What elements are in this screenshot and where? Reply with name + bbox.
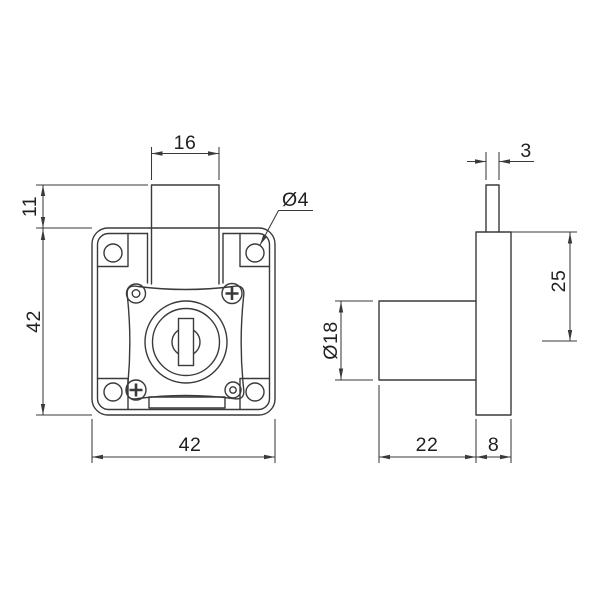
cam-housing [150,184,220,285]
dim-label-top-offset: 11 [19,196,41,217]
dim-cylinder-length-and-plate-thickness: 22 8 [378,385,512,463]
dim-cylinder-dia: Ø18 [320,300,373,381]
cam-channel-lines [146,232,224,284]
dim-top-offset-and-plate-height: 11 42 [19,184,148,416]
keyhole-slot [177,317,195,367]
screw-head [224,381,242,399]
dim-arrow [567,330,573,341]
extension-lines [485,152,500,180]
dim-arrow [40,185,46,196]
dim-label-top-to-cylinder-axis: 25 [548,270,570,293]
escutcheon-screw-bottom-left [125,379,147,401]
dim-arrow [260,234,268,245]
dim-arrow [264,454,275,460]
dim-arrow [379,454,390,460]
cylinder-face-outer-ring [144,300,228,384]
dim-arrow [475,159,486,164]
mounting-plate-outline [91,227,276,416]
dim-arrow [40,404,46,415]
phillips-cross-icon [129,383,143,397]
extension-lines [511,231,577,342]
escutcheon-screw-top-right [221,282,243,305]
dim-label-cylinder-dia: Ø18 [320,321,342,359]
front-view: 16 11 42 Ø4 42 [19,132,313,463]
lock-body-plate [475,231,512,416]
cylinder-face-inner-ring [151,307,221,377]
extension-lines [91,419,276,463]
pocket-top-left [96,232,129,268]
dim-label-plate-thickness: 8 [488,434,499,456]
corner-hole [245,243,265,263]
dim-arrow [151,151,163,156]
escutcheon-screw-bottom-right [224,381,242,399]
extension-lines [335,300,373,381]
dim-label-bolt-width: 3 [520,140,531,162]
corner-hole [245,382,265,402]
dim-arrow [40,217,46,228]
dim-arrow [465,454,476,460]
escutcheon-screw-top-left [125,283,147,304]
dim-label-plate-height: 42 [23,310,45,333]
extension-lines [36,184,148,416]
dim-arrow [567,232,573,244]
dim-cam-width: 16 [150,132,220,180]
dim-label-corner-hole-dia: Ø4 [282,189,309,211]
cylinder-body [378,300,477,381]
extension-lines [150,147,220,180]
dim-label-cam-width: 16 [174,132,197,154]
side-view: 3 25 Ø18 22 8 [320,140,577,463]
dim-label-cylinder-length: 22 [416,434,439,456]
corner-hole [103,243,123,263]
dim-arrow [40,229,46,240]
extension-lines [378,385,512,463]
corner-hole [103,382,123,402]
dim-arrow [338,301,344,313]
screw-center [131,289,141,299]
bottom-slot [148,396,226,409]
phillips-cross-icon [225,287,239,300]
pocket-top-right [239,232,271,268]
screw-head [221,282,243,305]
dim-arrow [208,151,219,156]
dim-label-plate-width: 42 [179,434,202,456]
dim-bolt-width: 3 [467,140,534,180]
dim-arrow [338,368,344,380]
dim-corner-hole: Ø4 [259,189,313,246]
latch-bolt [485,184,500,233]
dim-arrow [476,454,487,460]
leader-line [259,209,313,246]
dim-plate-width: 42 [91,419,276,463]
mounting-plate-inner-outline [96,232,271,411]
screw-head [125,379,147,401]
dim-top-to-cylinder-axis: 25 [511,231,577,342]
screw-center [229,386,237,394]
dim-arrow [92,454,103,460]
corner-pockets [96,232,271,411]
dim-arrow [499,159,510,164]
dim-arrow [500,454,511,460]
screw-head [125,283,147,304]
